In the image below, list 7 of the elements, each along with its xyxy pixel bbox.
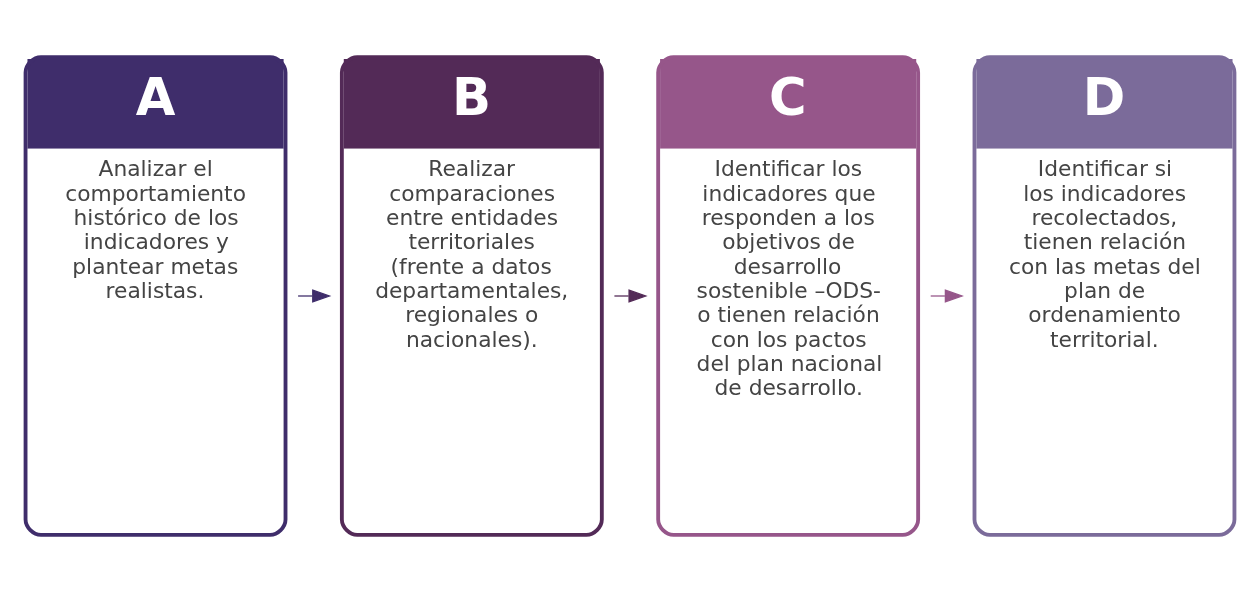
- arrow: [297, 289, 332, 303]
- node-box: A Analizar el comportamiento histórico de los indicadores y plantear metas realistas.: [23, 55, 288, 537]
- node-box: D Identificar si los indicadores recolectados, tienen relación con las metas del plan de ordenamiento territorial.: [972, 55, 1237, 537]
- arrow: [613, 289, 648, 303]
- node-box: C Identificar los indicadores que responden a los objetivos de desarrollo sostenible –ODS- o tienen relación con los pactos del plan nacional de desarrollo.: [656, 55, 921, 537]
- arrow: [930, 289, 964, 303]
- node-box: B Realizar comparaciones entre entidades territoriales (frente a datos departamentales, regionales o nacionales).: [339, 55, 604, 537]
